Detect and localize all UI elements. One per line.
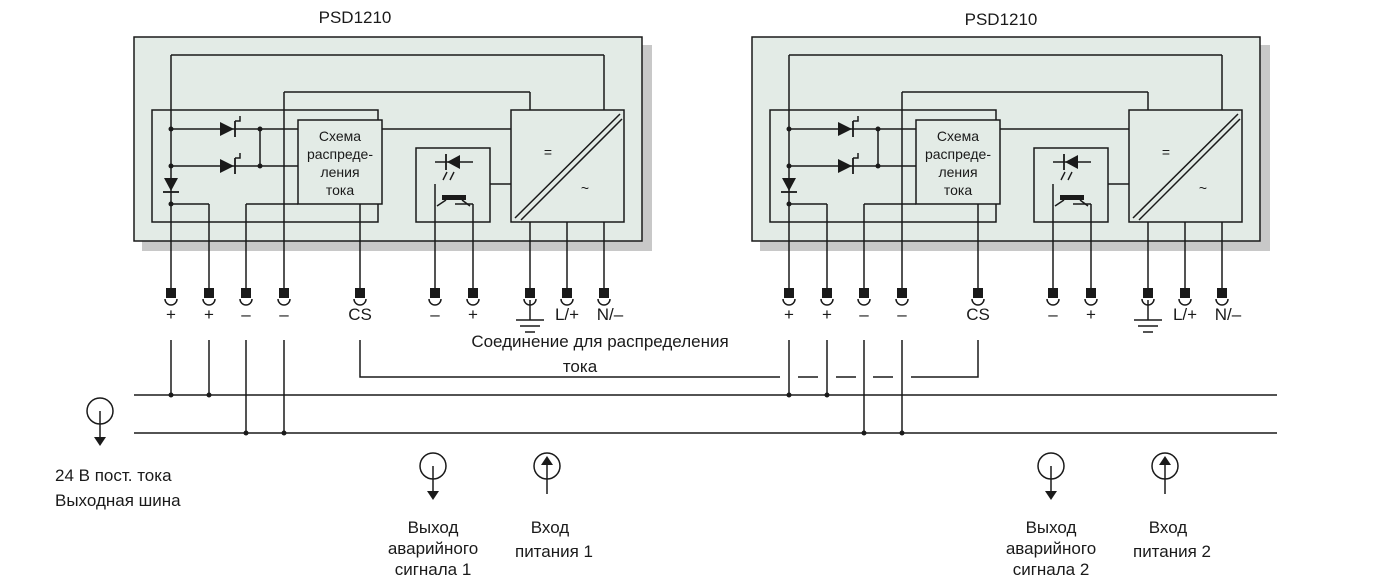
terminal-label: N/– xyxy=(1215,305,1242,324)
power-input-label: Вход xyxy=(531,518,570,537)
block-label-line: тока xyxy=(326,182,354,198)
alarm-output-label: аварийного xyxy=(1006,539,1096,558)
block-label-line: тока xyxy=(944,182,972,198)
terminal-label: L/+ xyxy=(555,305,579,324)
converter-dc-symbol: = xyxy=(544,144,552,160)
terminal-label: – xyxy=(1048,305,1058,324)
diode-icon xyxy=(781,178,797,193)
alarm-output-label: сигнала 2 xyxy=(1013,560,1090,579)
terminal-label: + xyxy=(1086,305,1096,324)
block-label-line: Схема xyxy=(319,128,361,144)
load-sharing-label: тока xyxy=(563,357,598,376)
power-input-icon xyxy=(533,452,561,494)
terminal-label: + xyxy=(166,305,176,324)
module-title: PSD1210 xyxy=(965,10,1038,29)
terminal-label: CS xyxy=(966,305,990,324)
load-sharing-wire xyxy=(359,340,780,378)
block-label-line: распреде- xyxy=(925,146,991,162)
terminal-label: + xyxy=(468,305,478,324)
converter-ac-symbol: ~ xyxy=(1199,180,1207,196)
terminal-label: + xyxy=(784,305,794,324)
terminal-row xyxy=(164,281,611,306)
junction-dots xyxy=(168,392,905,436)
terminal-label: – xyxy=(897,305,907,324)
power-input-label: Вход xyxy=(1149,518,1188,537)
alarm-output-label: аварийного xyxy=(388,539,478,558)
external-wiring xyxy=(134,340,1277,434)
terminal-label: CS xyxy=(348,305,372,324)
bus-label: 24 В пост. тока xyxy=(55,466,172,485)
block-label-line: распреде- xyxy=(307,146,373,162)
alarm-output-icon xyxy=(419,452,447,500)
load-sharing-label: Соединение для распределения xyxy=(471,332,728,351)
power-input-label: питания 2 xyxy=(1133,542,1211,561)
terminal-row xyxy=(782,281,1229,306)
psd-module-2: PSD1210 xyxy=(751,10,1270,333)
psd-module-1: PSD1210 xyxy=(133,8,652,333)
terminal-label: N/– xyxy=(597,305,624,324)
terminal-label: L/+ xyxy=(1173,305,1197,324)
terminal-label: + xyxy=(204,305,214,324)
module-title: PSD1210 xyxy=(319,8,392,27)
block-label-line: Схема xyxy=(937,128,979,144)
converter-ac-symbol: ~ xyxy=(581,180,589,196)
terminal-label: – xyxy=(279,305,289,324)
terminal-label: – xyxy=(241,305,251,324)
bus-label: Выходная шина xyxy=(55,491,181,510)
diode-icon xyxy=(163,178,179,193)
block-label-line: ления xyxy=(938,164,977,180)
alarm-output-label: Выход xyxy=(1026,518,1077,537)
alarm-output-label: сигнала 1 xyxy=(395,560,472,579)
alarm-output-icon xyxy=(1037,452,1065,500)
terminal-label: + xyxy=(822,305,832,324)
terminal-label: – xyxy=(430,305,440,324)
optocoupler-icon xyxy=(1054,154,1089,207)
ground-icon xyxy=(516,300,544,333)
terminal-label: – xyxy=(859,305,869,324)
ground-icon xyxy=(1134,300,1162,333)
converter-dc-symbol: = xyxy=(1162,144,1170,160)
block-label-line: ления xyxy=(320,164,359,180)
optocoupler-icon xyxy=(436,154,471,207)
alarm-output-label: Выход xyxy=(408,518,459,537)
power-input-icon xyxy=(1151,452,1179,494)
power-input-label: питания 1 xyxy=(515,542,593,561)
output-arrow-icon xyxy=(86,397,114,446)
